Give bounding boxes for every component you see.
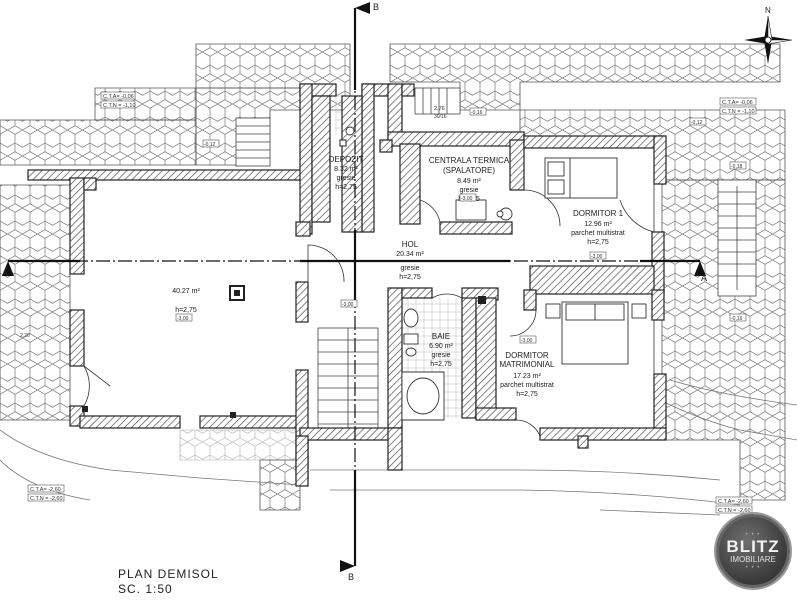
svg-text:2,20: 2,20 [20, 333, 30, 339]
svg-text:20.34 m²: 20.34 m² [396, 251, 424, 258]
svg-text:C.T.N = -2,60: C.T.N = -2,60 [718, 508, 751, 514]
svg-text:gresie: gresie [431, 352, 450, 359]
svg-text:-3,00: -3,00 [461, 196, 473, 202]
logo-wordmark: BLITZ [726, 536, 780, 556]
svg-text:BAIE: BAIE [432, 332, 450, 341]
blitz-logo: • • • BLITZ IMOBILIARE • • • [716, 514, 790, 588]
svg-text:h=2,75: h=2,75 [430, 361, 452, 368]
room-depozit: DEPOZIT 8.32 m² gresie h=2,75 [329, 155, 364, 191]
svg-text:h=2,75: h=2,75 [399, 274, 421, 281]
walls[interactable] [27, 83, 667, 487]
svg-text:17.23 m²: 17.23 m² [513, 373, 541, 380]
room-dormitor-1: DORMITOR 1 12.96 m² parchet multistrat h… [571, 209, 625, 246]
svg-text:-0,16: -0,16 [471, 110, 483, 116]
exterior-stair-right [717, 179, 757, 297]
section-b-top-label: B [373, 2, 379, 12]
section-a-left-label: A [2, 268, 8, 278]
logo-subtitle: IMOBILIARE [730, 554, 776, 564]
svg-text:6.90 m²: 6.90 m² [429, 343, 453, 350]
svg-text:C.T.N = -2,60: C.T.N = -2,60 [30, 496, 63, 502]
room-living: 40.27 m² h=2,75 [172, 288, 200, 314]
svg-text:8.49 m²: 8.49 m² [457, 178, 481, 185]
logo-dots-bottom: • • • [745, 564, 761, 571]
svg-text:C.T.N = -1,10: C.T.N = -1,10 [722, 109, 755, 115]
svg-text:-0,12: -0,12 [691, 120, 703, 126]
terrain-lines [0, 379, 797, 516]
section-arrows [2, 2, 706, 572]
svg-text:-3,00: -3,00 [342, 302, 354, 308]
room-dormitor-matrimonial: DORMITOR MATRIMONIAL 17.23 m² parchet mu… [500, 351, 556, 398]
section-lines [8, 8, 700, 566]
svg-text:h=2,75: h=2,75 [587, 239, 609, 246]
svg-text:-0,18: -0,18 [731, 164, 743, 170]
svg-text:8.32 m²: 8.32 m² [334, 166, 358, 173]
svg-text:C.T.N = -1,10: C.T.N = -1,10 [103, 103, 136, 109]
svg-text:(SPALATORE): (SPALATORE) [443, 166, 495, 175]
svg-text:h=2,75: h=2,75 [175, 307, 197, 314]
svg-text:gresie: gresie [400, 265, 419, 272]
plan-title: PLAN DEMISOL SC. 1:50 [118, 567, 219, 597]
svg-text:parchet multistrat: parchet multistrat [500, 382, 554, 389]
svg-text:C.T.A= -2,60: C.T.A= -2,60 [718, 499, 749, 505]
room-baie: BAIE 6.90 m² gresie h=2,75 [429, 332, 453, 368]
svg-text:-3,00: -3,00 [591, 254, 603, 260]
svg-text:40.27 m²: 40.27 m² [172, 288, 200, 295]
svg-text:gresie: gresie [459, 187, 478, 194]
svg-text:-3,00: -3,00 [177, 316, 189, 322]
svg-text:HOL: HOL [402, 240, 419, 249]
exterior-stair-top [235, 87, 461, 167]
svg-text:h=2,75: h=2,75 [516, 391, 538, 398]
north-arrow-icon: N [744, 6, 793, 64]
svg-text:MATRIMONIAL: MATRIMONIAL [500, 360, 556, 369]
door-swings [83, 184, 655, 437]
svg-text:12.96 m²: 12.96 m² [584, 221, 612, 228]
svg-text:h=2,75: h=2,75 [335, 184, 357, 191]
logo-dots: • • • [745, 531, 761, 538]
svg-text:parchet multistrat: parchet multistrat [571, 230, 625, 237]
section-a-right-label: A [701, 273, 707, 283]
svg-text:CENTRALA TERMICA: CENTRALA TERMICA [429, 156, 510, 165]
furniture [345, 126, 647, 421]
svg-text:C.T.A= -0,06: C.T.A= -0,06 [103, 94, 134, 100]
svg-text:gresie: gresie [336, 175, 355, 182]
svg-text:-3,00: -3,00 [521, 338, 533, 344]
north-label: N [765, 6, 771, 15]
section-b-bottom-label: B [348, 572, 354, 582]
svg-text:DORMITOR 1: DORMITOR 1 [573, 209, 624, 218]
elevation-tags: -0,12 -0,16 -0,12 -0,18 -0,16 -3,00 -3,0… [175, 107, 747, 344]
interior-stair [317, 327, 379, 439]
svg-text:DORMITOR: DORMITOR [505, 351, 549, 360]
svg-text:C.T.A= -2,60: C.T.A= -2,60 [30, 487, 61, 493]
svg-text:C.T.A= -0,06: C.T.A= -0,06 [722, 100, 753, 106]
columns [82, 139, 486, 418]
level-tags: C.T.A= -0,06 C.T.N = -1,10 C.T.A= -0,06 … [20, 91, 757, 514]
svg-text:DEPOZIT: DEPOZIT [329, 155, 364, 164]
plan-title-line-1: PLAN DEMISOL [118, 567, 219, 581]
svg-text:-0,16: -0,16 [731, 316, 743, 322]
room-hol: HOL 20.34 m² gresie h=2,75 [396, 240, 424, 281]
svg-text:-0,12: -0,12 [204, 142, 216, 148]
svg-text:2,76: 2,76 [434, 106, 445, 112]
plan-scale: SC. 1:50 [118, 582, 173, 596]
svg-text:30/16: 30/16 [434, 114, 447, 120]
